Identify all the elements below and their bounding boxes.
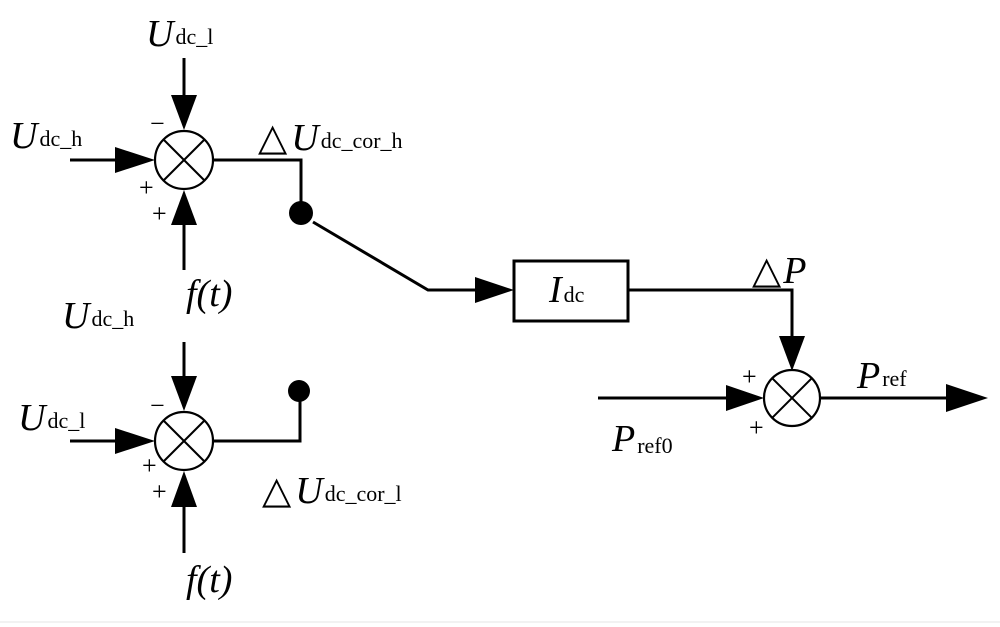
arrow-pref-output: [946, 384, 988, 412]
label-bottom-sum-top-input-udc-h: Udc_h: [62, 295, 134, 337]
label-left-input-udc-h: Udc_h: [10, 115, 82, 157]
switch-contact-bottom: [288, 380, 310, 402]
sum-junction-top: [153, 129, 215, 191]
switch-arm: [312, 220, 480, 292]
label-bottom-sum-left-input-udc-l: Udc_l: [18, 397, 85, 439]
gain-block-idc: [512, 259, 630, 323]
label-gain-idc: Idc: [548, 269, 585, 311]
sign-bottom-sum-top-minus: −: [150, 391, 165, 420]
arrow-left-input: [115, 147, 155, 173]
label-top-input-udc-l: Udc_l: [146, 13, 213, 55]
arrow-bottom-sum-bottom-input: [171, 471, 197, 507]
label-pref: Pref: [856, 355, 907, 397]
sign-left-plus: +: [139, 173, 154, 202]
sign-right-left-plus: +: [749, 413, 764, 442]
arrow-top-input: [171, 95, 197, 130]
arrow-pref0-input: [726, 385, 764, 411]
arrow-bottom-input: [171, 190, 197, 225]
label-pref0: Pref0: [611, 418, 673, 460]
wire-gain-output: [628, 288, 794, 340]
sign-bottom-plus: +: [152, 199, 167, 228]
sign-bottom-sum-bottom-plus: +: [152, 477, 167, 506]
label-delta-p: △P: [752, 250, 806, 292]
sum-junction-bottom: [153, 410, 215, 472]
wire-bottom-sum-output: [213, 394, 302, 443]
label-delta-udc-cor-h: △Udc_cor_h: [258, 117, 403, 159]
sign-bottom-sum-left-plus: +: [142, 451, 157, 480]
arrow-bottom-sum-top-input: [171, 376, 197, 411]
sum-junction-right: [762, 368, 822, 428]
wire-top-output: [213, 158, 303, 212]
arrow-delta-p: [779, 336, 805, 371]
sign-right-top-plus: +: [742, 362, 757, 391]
label-bottom-input-ft: f(t): [186, 273, 232, 315]
switch-contact-top: [289, 201, 313, 225]
arrow-bottom-sum-left-input: [115, 428, 155, 454]
sign-top-minus: −: [150, 109, 165, 138]
label-bottom-sum-bottom-input-ft: f(t): [186, 559, 232, 601]
arrow-to-gain: [475, 277, 514, 303]
label-delta-udc-cor-l: △Udc_cor_l: [262, 470, 402, 512]
